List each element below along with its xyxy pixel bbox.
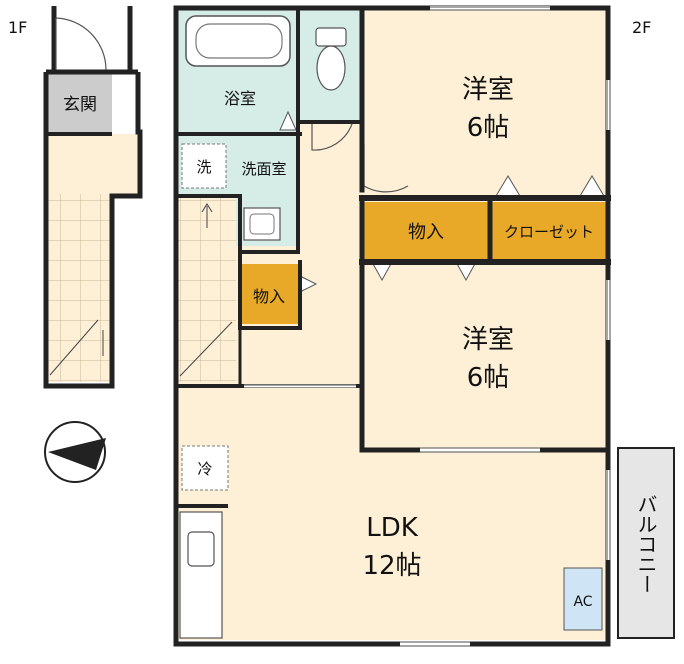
closet (492, 202, 606, 260)
window-marks (244, 6, 611, 647)
storage-big-label: 物入 (408, 222, 444, 243)
stairs-1f (48, 194, 110, 382)
genkan-room (48, 72, 112, 134)
sink-icon (243, 207, 281, 241)
western-room-1-name: 洋室 (462, 75, 514, 105)
fridge-space (181, 445, 229, 491)
storage-small-label: 物入 (253, 287, 285, 306)
western-room-2-name: 洋室 (462, 325, 514, 355)
washroom-label: 洗面室 (241, 160, 286, 178)
balcony (617, 447, 675, 639)
stair-break-line (179, 321, 233, 377)
door-swing-icon (55, 17, 107, 71)
western-room-2-size: 6帖 (467, 363, 510, 393)
toilet-tank-icon (315, 27, 347, 47)
compass-icon (44, 421, 106, 483)
stair-arrow-head (201, 203, 213, 213)
ac-unit (563, 567, 603, 631)
kitchen-sink-icon (187, 531, 215, 567)
bathtub-inner (195, 23, 283, 59)
entrance-door-area (54, 8, 106, 72)
floor-label-1f: 1F (8, 18, 27, 37)
ldk-size: 12帖 (362, 551, 421, 581)
balcony-label: バルコニー (634, 494, 658, 594)
western-room-1-size: 6帖 (467, 113, 510, 143)
storage-small (240, 264, 298, 324)
door-marker-icon (279, 110, 297, 131)
outer-wall-1f (43, 72, 143, 389)
closet-label: クローゼット (504, 223, 594, 241)
stairs-2f (178, 198, 236, 382)
storage-big (364, 202, 488, 260)
washer-space (181, 143, 227, 189)
corridor-1f (48, 134, 140, 194)
kitchen-counter (179, 511, 223, 639)
ac-label: AC (573, 594, 592, 610)
washer-label: 洗 (196, 158, 211, 176)
ldk-name: LDK (366, 513, 419, 543)
stair-break-line (49, 319, 99, 376)
door-swing-icon (311, 123, 353, 151)
toilet-bowl-icon (316, 45, 346, 91)
walls-2f (173, 5, 611, 647)
genkan-label: 玄関 (63, 95, 97, 115)
fridge-label: 冷 (197, 460, 212, 478)
sink-basin (249, 213, 275, 235)
bathtub-icon (185, 15, 291, 67)
bathroom-label: 浴室 (224, 89, 256, 108)
floor-label-2f: 2F (632, 18, 651, 37)
